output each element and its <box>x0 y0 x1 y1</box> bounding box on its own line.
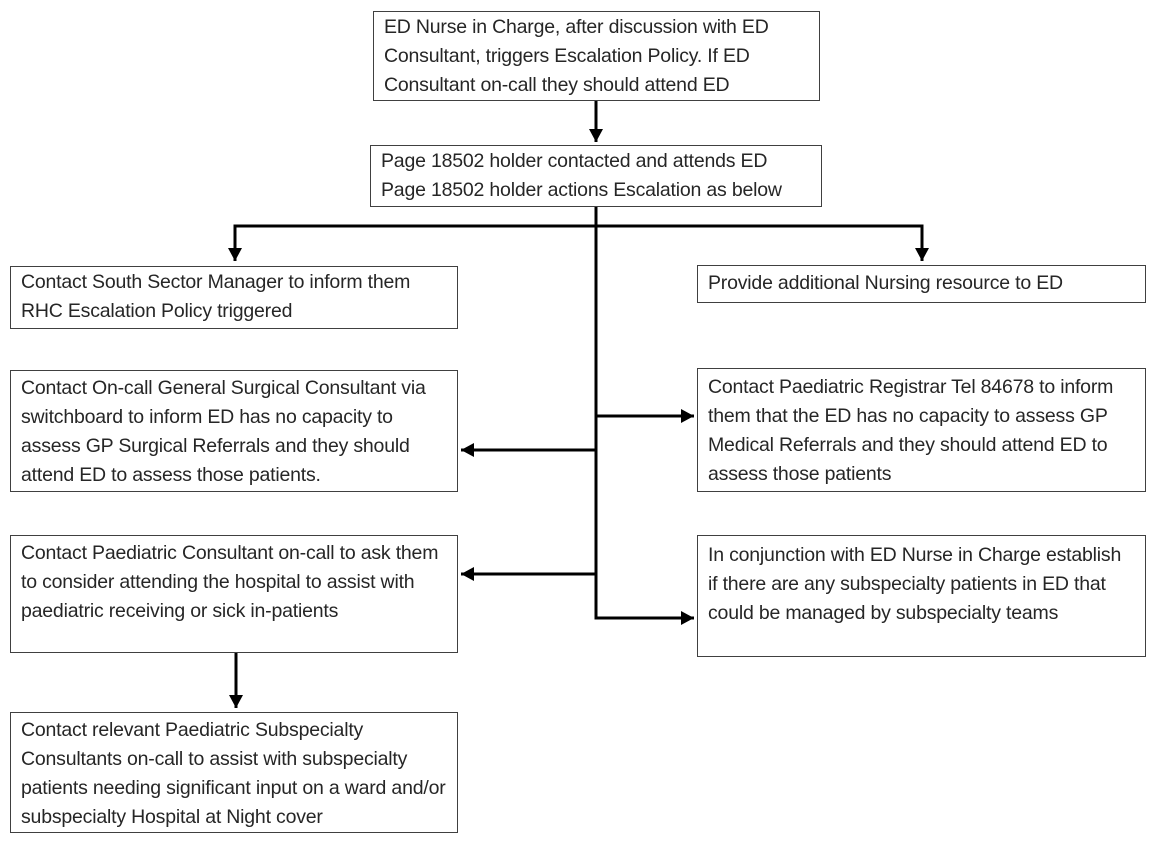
node-provide-nursing-resource: Provide additional Nursing resource to E… <box>697 265 1146 303</box>
node-contact-paediatric-consultant: Contact Paediatric Consultant on-call to… <box>10 535 458 653</box>
node-contact-surgical-consultant: Contact On-call General Surgical Consult… <box>10 370 458 492</box>
node-subspecialty-patients-review: In conjunction with ED Nurse in Charge e… <box>697 535 1146 657</box>
node-page-18502-holder: Page 18502 holder contacted and attends … <box>370 145 822 207</box>
arrow-branch-to-south-sector-and-nursing <box>228 224 929 261</box>
node-contact-subspecialty-consultants: Contact relevant Paediatric Subspecialty… <box>10 712 458 833</box>
node-page-18502-line-2: Page 18502 holder actions Escalation as … <box>381 179 782 201</box>
node-contact-south-sector-manager: Contact South Sector Manager to inform t… <box>10 266 458 329</box>
node-contact-paediatric-registrar: Contact Paediatric Registrar Tel 84678 t… <box>697 368 1146 492</box>
node-page-18502-line-1: Page 18502 holder contacted and attends … <box>381 150 768 172</box>
arrow-trunk-to-subspecialty-patients <box>594 207 694 625</box>
node-escalation-trigger: ED Nurse in Charge, after discussion wit… <box>373 11 820 101</box>
